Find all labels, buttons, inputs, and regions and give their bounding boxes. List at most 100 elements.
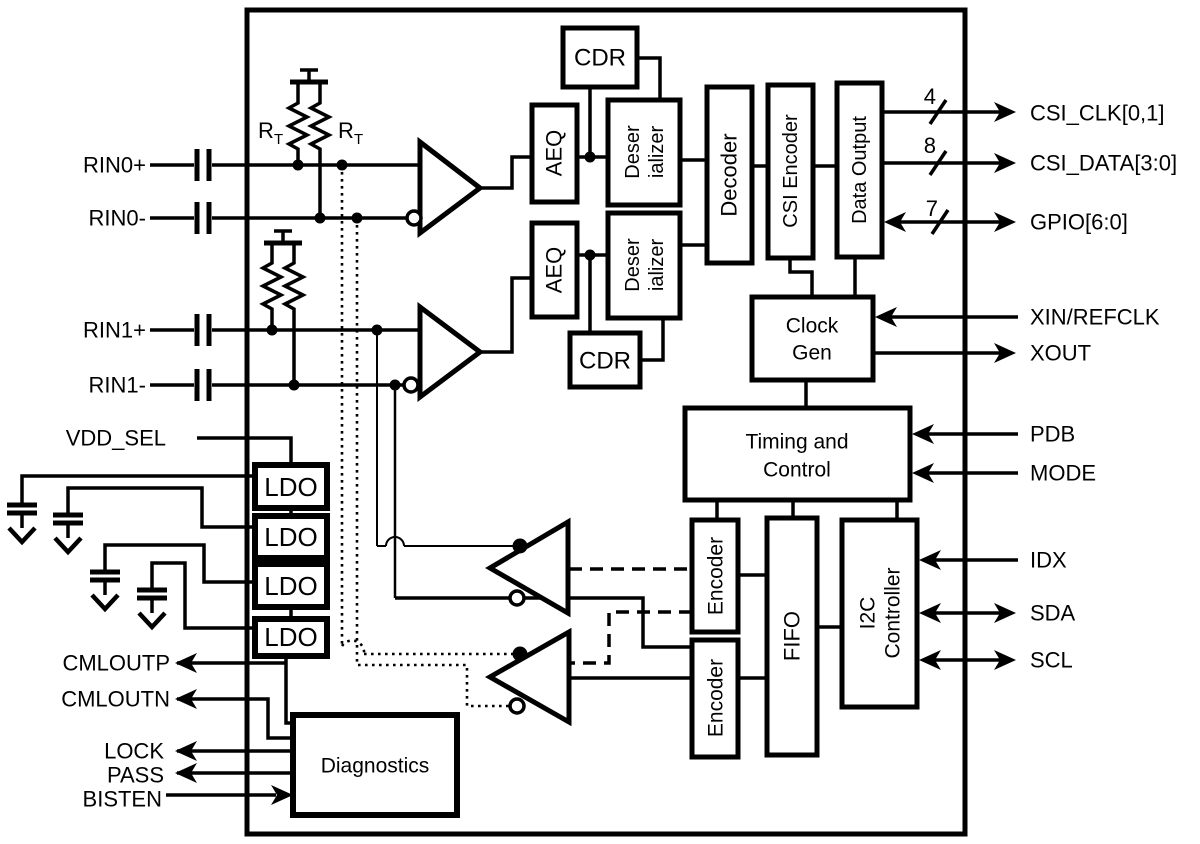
capacitor-icon [53, 512, 83, 526]
amp0-neg-bubble-icon [405, 209, 423, 227]
encoder1-block [689, 637, 741, 760]
junction-dot-icon [288, 379, 300, 391]
resistor-icon [285, 82, 311, 165]
cml-driver1 [484, 627, 572, 727]
junction-dot-icon [292, 159, 304, 171]
ldo2-label: LDO [264, 522, 317, 552]
cap-wire [66, 486, 255, 529]
driver1-neg-bubble-icon [508, 697, 526, 715]
rt-resistors-ch0 [285, 68, 333, 218]
bus-width-gpio: 7 [926, 196, 938, 221]
deserializer0-label-line1: Deser [622, 125, 644, 179]
arrow-left-icon [884, 212, 906, 232]
resistor-icon [259, 243, 285, 330]
driver0-neg-bubble-icon [508, 589, 526, 607]
encoder0-to-driver1-dashed [571, 610, 692, 665]
junction-dot-icon [314, 212, 326, 224]
driver0-pos-dot-icon [512, 538, 528, 554]
junction-dots [266, 151, 596, 391]
pin-label-pdb: PDB [1030, 422, 1075, 447]
cdr1-block [567, 330, 643, 390]
arrowheads [175, 102, 1016, 805]
pin-label-mode: MODE [1030, 461, 1096, 486]
arrow-left-icon [912, 424, 934, 444]
encoder0-block [689, 517, 741, 635]
amp1-to-aeq1 [480, 276, 532, 354]
wires [7, 56, 1018, 797]
cap-wire [150, 561, 255, 630]
vddsel-wire [197, 436, 293, 465]
clock-gen-label-line1: Clock [786, 314, 839, 337]
ground-icon [137, 611, 167, 631]
bus-slash-icon [930, 209, 950, 235]
pin-label-idx: IDX [1030, 548, 1067, 573]
ext-cap2 [53, 486, 255, 556]
ground-icon [53, 536, 83, 556]
timing-label-line1: Timing and [745, 430, 848, 453]
deserializer0-label-line2: ializer [646, 126, 668, 179]
aeq1-label: AEQ [542, 247, 567, 293]
resistor-icon [281, 243, 307, 385]
arrow-right-icon [271, 785, 293, 805]
arrow-right-icon [994, 343, 1016, 363]
pin-label-scl: SCL [1030, 648, 1073, 673]
arrow-left-icon [919, 650, 941, 670]
deserializer1-label-line2: ializer [646, 239, 668, 292]
arrow-left-icon [175, 763, 197, 783]
capacitor-icon [90, 569, 120, 583]
rin1p-cap-icon [194, 314, 212, 346]
rin0p-cap-icon [194, 149, 212, 181]
cdr0-block [560, 25, 640, 90]
pin-labels: RIN0+ RIN0- RIN1+ RIN1- VDD_SEL CMLOUTP … [61, 84, 1177, 812]
junction-dot-icon [389, 379, 401, 391]
clock-gen-block [749, 294, 876, 383]
ground-icon [7, 526, 37, 546]
cdr1-link [640, 318, 665, 362]
rt-label-1: R [258, 118, 274, 143]
i2c-label-line1: I2C [856, 597, 879, 630]
junction-dot-icon [266, 324, 278, 336]
pin-label-cmloutn: CMLOUTN [61, 687, 170, 712]
ldo2-block [252, 513, 330, 561]
aeq0-block [529, 102, 580, 205]
decoder-block [704, 84, 755, 266]
pin-label-bisten: BISTEN [83, 787, 162, 812]
timing-label-line2: Control [763, 458, 831, 481]
ldo1-block [252, 462, 330, 511]
deserializer1-block [605, 210, 683, 321]
pin-label-rin1n: RIN1- [89, 373, 146, 398]
pin-label-vddsel: VDD_SEL [66, 426, 166, 451]
junction-dot-icon [371, 324, 383, 336]
aeq0-label: AEQ [542, 130, 567, 176]
encoder0-label: Encoder [704, 537, 727, 615]
pin-label-rin0p: RIN0+ [83, 153, 146, 178]
arrow-right-icon [994, 153, 1016, 173]
rin0n-cap-icon [194, 202, 212, 234]
arrow-right-icon [994, 212, 1016, 232]
bus-slash-icon [928, 150, 948, 176]
ldo3-block [252, 561, 330, 610]
pin-label-gpio: GPIO[6:0] [1030, 210, 1128, 235]
pin-label-sda: SDA [1030, 601, 1076, 626]
arrow-left-icon [175, 741, 197, 761]
capacitor-icon [137, 587, 167, 601]
ldo1-label: LDO [264, 472, 317, 502]
pin-label-lock: LOCK [104, 739, 164, 764]
junction-dot-icon [351, 212, 363, 224]
deserializer1-label-line1: Deser [622, 238, 644, 292]
arrow-left-icon [875, 307, 897, 327]
arrow-left-icon [175, 653, 197, 673]
rt-label-2-sub: T [354, 131, 363, 148]
cdr0-label: CDR [574, 44, 626, 71]
rt-label-1-sub: T [274, 131, 283, 148]
cmloutn-wire [177, 697, 293, 740]
cml-driver0 [485, 517, 571, 618]
ext-cap4 [137, 561, 255, 631]
csi-to-clockgen [788, 258, 814, 297]
pin-label-xin: XIN/REFCLK [1030, 305, 1160, 330]
arrow-left-icon [175, 689, 197, 709]
diagnostics-block [290, 712, 460, 818]
arrow-right-icon [994, 650, 1016, 670]
